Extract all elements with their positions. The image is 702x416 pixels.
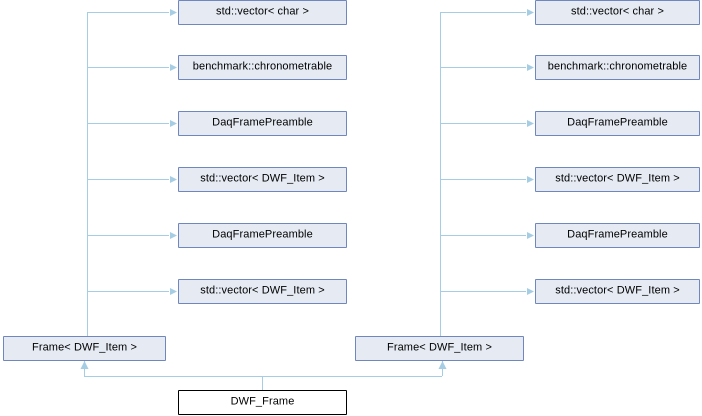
node-right-group-1[interactable]: benchmark::chronometrable xyxy=(535,55,700,80)
node-right-group-3[interactable]: std::vector< DWF_Item > xyxy=(535,167,700,192)
node-base-0[interactable]: Frame< DWF_Item > xyxy=(3,336,166,361)
node-right-group-5[interactable]: std::vector< DWF_Item > xyxy=(535,279,700,304)
edge-arrow-right-group-4 xyxy=(527,232,534,239)
edge-arrow-right-group-1 xyxy=(527,64,534,71)
node-label: DaqFramePreamble xyxy=(567,228,668,241)
node-label: std::vector< char > xyxy=(571,5,664,18)
edge-arrow-left-group-0 xyxy=(170,9,177,16)
edge-arrow-right-group-2 xyxy=(527,120,534,127)
node-left-group-1[interactable]: benchmark::chronometrable xyxy=(178,55,347,80)
node-label: std::vector< DWF_Item > xyxy=(555,284,680,297)
edge-arrow-left-group-4 xyxy=(170,232,177,239)
node-right-group-2[interactable]: DaqFramePreamble xyxy=(535,111,700,136)
node-left-group-2[interactable]: DaqFramePreamble xyxy=(178,111,347,136)
node-left-group-0[interactable]: std::vector< char > xyxy=(178,0,347,25)
node-label: DWF_Frame xyxy=(230,395,295,408)
node-label: Frame< DWF_Item > xyxy=(32,341,137,354)
edge-arrow-left-group-3 xyxy=(170,176,177,183)
node-root-dwf-frame[interactable]: DWF_Frame xyxy=(178,390,347,415)
node-label: std::vector< DWF_Item > xyxy=(555,172,680,185)
node-right-group-0[interactable]: std::vector< char > xyxy=(535,0,700,25)
node-label: std::vector< DWF_Item > xyxy=(200,172,325,185)
node-label: benchmark::chronometrable xyxy=(192,60,333,73)
node-label: DaqFramePreamble xyxy=(567,116,668,129)
edge-arrow-left-group-1 xyxy=(170,64,177,71)
node-label: benchmark::chronometrable xyxy=(547,60,688,73)
node-left-group-4[interactable]: DaqFramePreamble xyxy=(178,223,347,248)
node-left-group-3[interactable]: std::vector< DWF_Item > xyxy=(178,167,347,192)
inherit-arrow-1 xyxy=(438,361,447,369)
edge-arrow-left-group-5 xyxy=(170,288,177,295)
edge-arrow-right-group-0 xyxy=(527,9,534,16)
node-base-1[interactable]: Frame< DWF_Item > xyxy=(355,336,524,361)
node-label: std::vector< DWF_Item > xyxy=(200,284,325,297)
node-label: std::vector< char > xyxy=(216,5,309,18)
node-right-group-4[interactable]: DaqFramePreamble xyxy=(535,223,700,248)
edge-arrow-left-group-2 xyxy=(170,120,177,127)
inherit-arrow-0 xyxy=(80,361,89,369)
node-left-group-5[interactable]: std::vector< DWF_Item > xyxy=(178,279,347,304)
edge-arrow-right-group-3 xyxy=(527,176,534,183)
node-label: Frame< DWF_Item > xyxy=(387,341,492,354)
node-label: DaqFramePreamble xyxy=(212,116,313,129)
edge-arrow-right-group-5 xyxy=(527,288,534,295)
node-label: DaqFramePreamble xyxy=(212,228,313,241)
